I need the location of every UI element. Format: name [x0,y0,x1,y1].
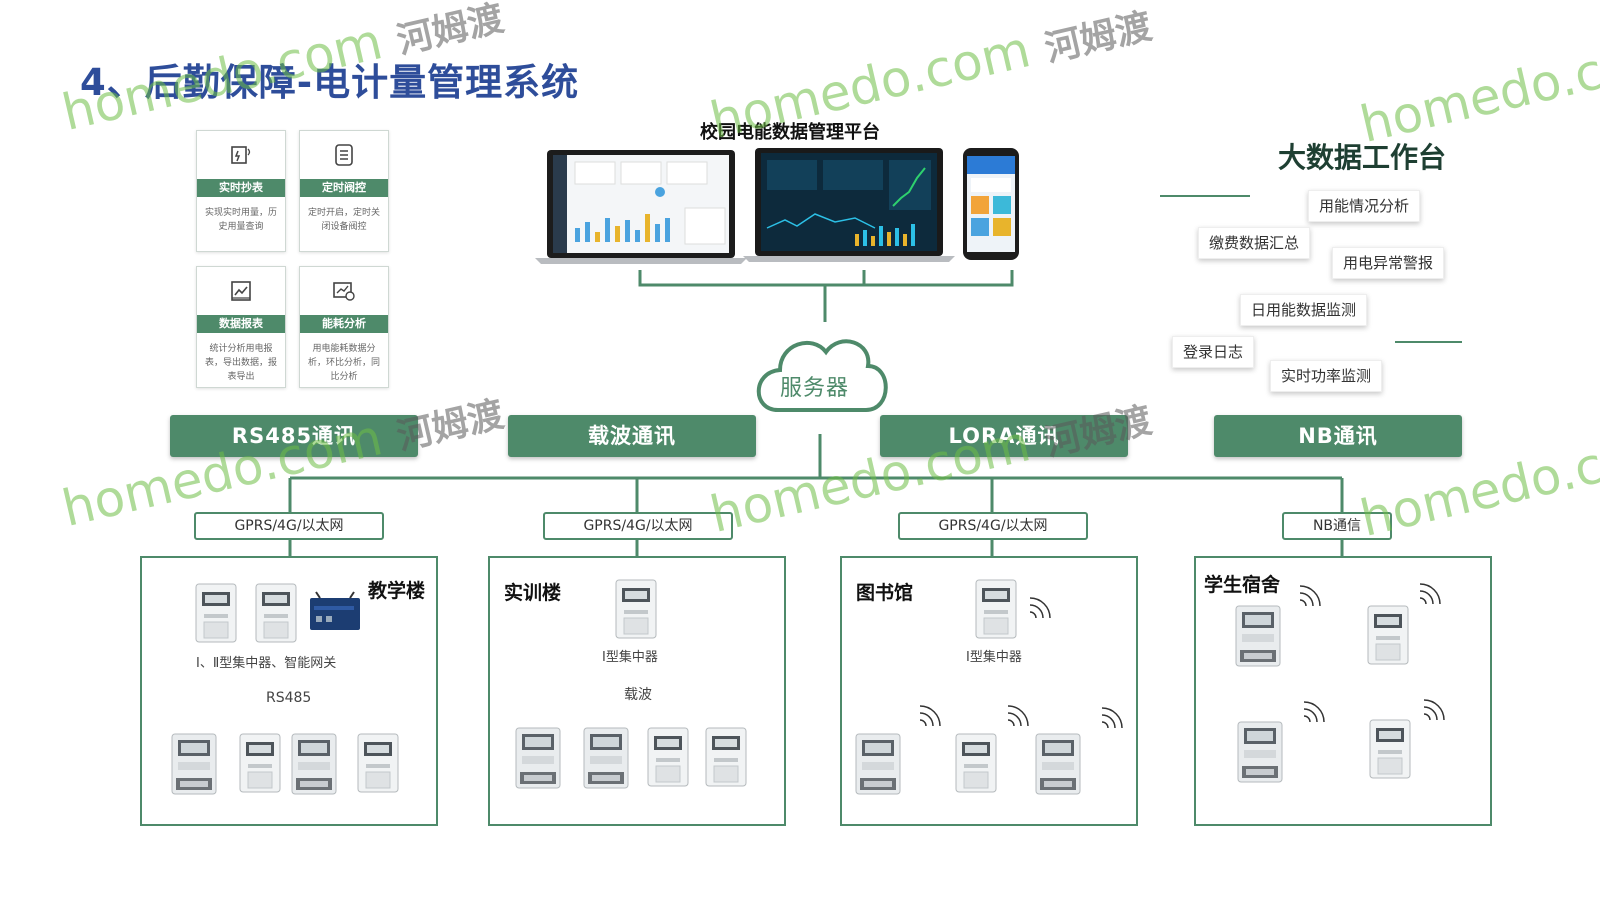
workbench-item[interactable]: 实时功率监测 [1270,360,1383,392]
network-label: NB通信 [1282,512,1392,540]
comm-button-rs485[interactable]: RS485通讯 [170,415,418,457]
device-caption: Ⅰ型集中器 [966,650,1022,665]
bus-label: RS485 [266,690,312,706]
meter-reading-icon [231,146,251,164]
bus-label: 载波 [624,687,652,703]
feature-card-label: 数据报表 [197,315,285,333]
platform-title: 校园电能数据管理平台 [700,122,880,143]
feature-card-energy-analysis[interactable]: 能耗分析 用电能耗数据分析，环比分析，同比分析 [299,266,389,388]
laptop-light-dashboard [535,150,747,264]
feature-card-desc: 实现实时用量，历史用量查询 [204,208,277,232]
platform-devices [535,148,1019,264]
wireless-icon [919,583,1445,729]
workbench-item[interactable]: 用电异常警报 [1332,247,1445,279]
comm-button-carrier[interactable]: 载波通讯 [508,415,756,457]
workbench-title: 大数据工作台 [1278,141,1447,174]
cloud-icon [756,339,888,412]
workbench-item[interactable]: 登录日志 [1172,336,1255,368]
device-caption: Ⅰ、Ⅱ型集中器、智能网关 [196,656,337,671]
feature-card-desc: 统计分析用电报表，导出数据，报表导出 [204,344,277,382]
feature-card-desc: 用电能耗数据分析，环比分析，同比分析 [307,344,380,382]
building-name: 实训楼 [504,582,562,604]
building-name: 教学楼 [368,580,426,602]
feature-card-label: 能耗分析 [300,315,388,333]
building-name: 学生宿舍 [1204,574,1281,596]
server-label: 服务器 [780,376,850,401]
workbench-item[interactable]: 用能情况分析 [1308,190,1421,222]
timer-control-icon [335,144,353,166]
comm-button-lora[interactable]: LORA通讯 [880,415,1128,457]
building-name: 图书馆 [856,582,914,604]
feature-card-label: 实时抄表 [197,179,285,197]
workbench-item[interactable]: 日用能数据监测 [1240,294,1368,326]
feature-card-timed-valve[interactable]: 定时阀控 定时开启，定时关闭设备阀控 [299,130,389,252]
feature-card-label: 定时阀控 [300,179,388,197]
report-chart-icon [231,281,251,301]
feature-card-desc: 定时开启，定时关闭设备阀控 [307,208,380,232]
network-label: GPRS/4G/以太网 [898,512,1088,540]
comm-button-nb[interactable]: NB通讯 [1214,415,1462,457]
feature-card-data-report[interactable]: 数据报表 统计分析用电报表，导出数据，报表导出 [196,266,286,388]
energy-analysis-icon [333,282,355,301]
network-label: GPRS/4G/以太网 [194,512,384,540]
workbench-item[interactable]: 缴费数据汇总 [1198,227,1311,259]
feature-card-realtime-reading[interactable]: 实时抄表 实现实时用量，历史用量查询 [196,130,286,252]
laptop-dark-dashboard [743,148,955,262]
page-title: 4、后勤保障-电计量管理系统 [80,61,580,104]
phone-app [963,148,1019,260]
device-caption: Ⅰ型集中器 [602,650,658,665]
network-label: GPRS/4G/以太网 [543,512,733,540]
